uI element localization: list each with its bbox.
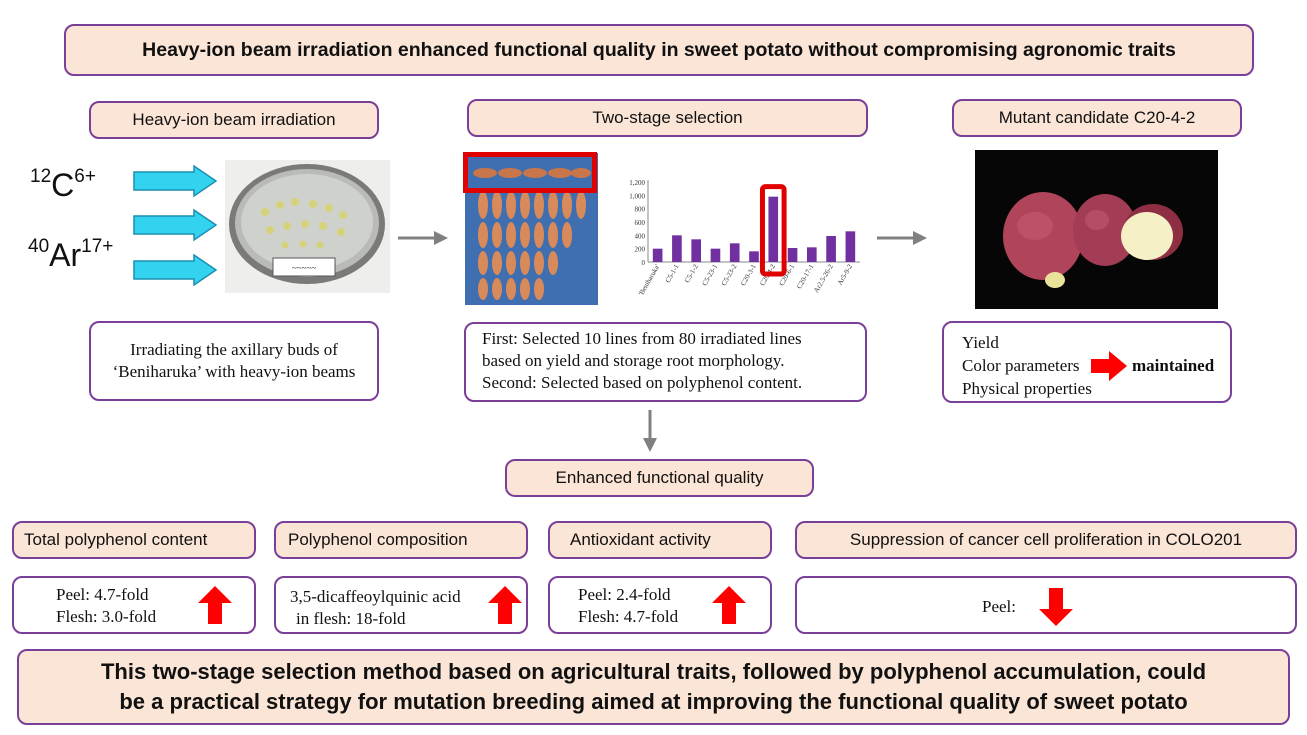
argon-mass: 40 bbox=[28, 236, 50, 257]
irradiation-line-1: Irradiating the axillary buds of bbox=[130, 340, 338, 359]
mutant-header: Mutant candidate C20-4-2 bbox=[952, 99, 1242, 137]
chart-bar bbox=[729, 243, 740, 262]
chart-ytick-label: 200 bbox=[635, 246, 646, 254]
trait-yield: Yield bbox=[962, 333, 999, 352]
chart-bar bbox=[652, 248, 663, 262]
chart-xtick-label: Ar2.5-26-2 bbox=[812, 263, 835, 295]
argon-ion-label: 40Ar17+ bbox=[28, 236, 113, 274]
irradiation-line-2: ‘Beniharuka’ with heavy-ion beams bbox=[112, 362, 356, 381]
result-header-label: Suppression of cancer cell proliferation… bbox=[849, 530, 1243, 549]
chart-ytick-label: 1,000 bbox=[629, 192, 645, 200]
mutant-header-label: Mutant candidate C20-4-2 bbox=[998, 108, 1196, 127]
irradiation-header: Heavy-ion beam irradiation bbox=[89, 101, 379, 139]
chart-ytick-label: 600 bbox=[635, 219, 646, 227]
chart-ytick-label: 400 bbox=[635, 232, 646, 240]
maintained-label: maintained bbox=[1132, 356, 1215, 375]
carbon-ion-label: 12C6+ bbox=[30, 166, 96, 204]
chart-bar bbox=[826, 236, 836, 262]
conclusion-line-2: be a practical strategy for mutation bre… bbox=[119, 689, 1188, 714]
result-box-cancer: Peel: bbox=[795, 576, 1297, 634]
selection-description: First: Selected 10 lines from 80 irradia… bbox=[464, 322, 867, 402]
chart-xtick-label: C20-17-1 bbox=[795, 263, 816, 291]
flow-arrow-icon bbox=[398, 231, 448, 245]
result-line-1: Peel: 2.4-fold bbox=[578, 585, 671, 604]
selection-line-1: First: Selected 10 lines from 80 irradia… bbox=[482, 329, 802, 348]
result-header-label: Antioxidant activity bbox=[570, 530, 711, 549]
result-header-cancer: Suppression of cancer cell proliferation… bbox=[795, 521, 1297, 559]
chart-bar bbox=[749, 251, 759, 262]
argon-symbol: Ar bbox=[49, 237, 82, 273]
selection-header-label: Two-stage selection bbox=[592, 108, 743, 127]
result-header-total-polyphenol: Total polyphenol content bbox=[12, 521, 256, 559]
chart-xtick-label: Ar5-9-2 bbox=[836, 263, 854, 287]
selection-line-2: based on yield and storage root morpholo… bbox=[482, 351, 785, 370]
carbon-symbol: C bbox=[51, 167, 75, 203]
chart-ytick-label: 0 bbox=[642, 259, 646, 267]
up-arrow-icon bbox=[488, 586, 522, 624]
polyphenol-bar-chart: 02004006008001,0001,200'Beniharuka'C5-1-… bbox=[629, 179, 860, 297]
result-line-2: in flesh: 18-fold bbox=[296, 609, 406, 628]
argon-charge: 17+ bbox=[81, 236, 114, 257]
chart-bar bbox=[710, 248, 721, 262]
result-header-composition: Polyphenol composition bbox=[274, 521, 528, 559]
svg-text:~~~~~: ~~~~~ bbox=[292, 263, 316, 273]
beam-arrow-icon bbox=[133, 208, 218, 242]
chart-bar bbox=[845, 231, 856, 262]
selected-row-highlight bbox=[463, 152, 597, 193]
petri-dish-photo: ~~~~~ bbox=[225, 160, 390, 293]
irradiation-description: Irradiating the axillary buds of ‘Beniha… bbox=[89, 321, 379, 401]
enhanced-quality-header: Enhanced functional quality bbox=[505, 459, 814, 497]
result-line-1: Peel: bbox=[982, 597, 1016, 616]
result-line-1: 3,5-dicaffeoylquinic acid bbox=[290, 587, 461, 606]
chart-bar bbox=[807, 247, 817, 262]
chart-bar bbox=[691, 239, 701, 262]
conclusion-box: This two-stage selection method based on… bbox=[17, 649, 1290, 725]
result-line-2: Flesh: 3.0-fold bbox=[56, 607, 157, 626]
result-header-label: Total polyphenol content bbox=[24, 530, 208, 549]
up-arrow-icon bbox=[712, 586, 746, 624]
selection-line-3: Second: Selected based on polyphenol con… bbox=[482, 373, 803, 392]
down-flow-arrow-icon bbox=[643, 410, 657, 452]
beam-arrow-icon bbox=[133, 253, 218, 287]
chart-xtick-label: C5-1-2 bbox=[683, 263, 700, 285]
page-title: Heavy-ion beam irradiation enhanced func… bbox=[142, 38, 1176, 61]
chart-ytick-label: 800 bbox=[635, 206, 646, 214]
irradiation-header-label: Heavy-ion beam irradiation bbox=[132, 110, 336, 129]
chart-bar bbox=[672, 235, 682, 262]
chart-ytick-label: 1,200 bbox=[629, 179, 645, 187]
result-box-antioxidant: Peel: 2.4-fold Flesh: 4.7-fold bbox=[548, 576, 772, 634]
mutant-sweet-potato-photo bbox=[975, 150, 1218, 309]
result-box-composition: 3,5-dicaffeoylquinic acid in flesh: 18-f… bbox=[274, 576, 528, 634]
down-arrow-icon bbox=[1039, 588, 1073, 626]
title-box: Heavy-ion beam irradiation enhanced func… bbox=[64, 24, 1254, 76]
trait-color: Color parameters bbox=[962, 356, 1080, 375]
chart-xtick-label: 'Beniharuka' bbox=[637, 263, 661, 297]
result-line-2: Flesh: 4.7-fold bbox=[578, 607, 679, 626]
mutant-traits-box: Yield Color parameters Physical properti… bbox=[942, 321, 1232, 403]
chart-xtick-label: C5-23-1 bbox=[701, 263, 720, 288]
beam-arrows bbox=[133, 164, 218, 287]
flow-arrow-icon bbox=[877, 231, 927, 245]
result-line-1: Peel: 4.7-fold bbox=[56, 585, 149, 604]
storage-roots-photo bbox=[465, 153, 598, 305]
result-header-antioxidant: Antioxidant activity bbox=[548, 521, 772, 559]
up-arrow-icon bbox=[198, 586, 232, 624]
carbon-charge: 6+ bbox=[74, 166, 96, 187]
chart-xtick-label: C5-1-1 bbox=[664, 263, 681, 285]
trait-physical: Physical properties bbox=[962, 379, 1092, 398]
chart-bar bbox=[787, 248, 798, 262]
chart-highlight-box bbox=[759, 184, 787, 277]
enhanced-quality-label: Enhanced functional quality bbox=[555, 468, 764, 487]
carbon-mass: 12 bbox=[30, 166, 52, 187]
selection-header: Two-stage selection bbox=[467, 99, 868, 137]
result-box-total-polyphenol: Peel: 4.7-fold Flesh: 3.0-fold bbox=[12, 576, 256, 634]
chart-xtick-label: C5-23-2 bbox=[720, 263, 739, 288]
conclusion-line-1: This two-stage selection method based on… bbox=[100, 659, 1207, 684]
chart-bar bbox=[768, 196, 779, 262]
chart-xtick-label: C20-3-1 bbox=[739, 263, 758, 288]
right-arrow-icon bbox=[1091, 351, 1127, 381]
result-header-label: Polyphenol composition bbox=[288, 530, 468, 549]
beam-arrow-icon bbox=[133, 164, 218, 198]
